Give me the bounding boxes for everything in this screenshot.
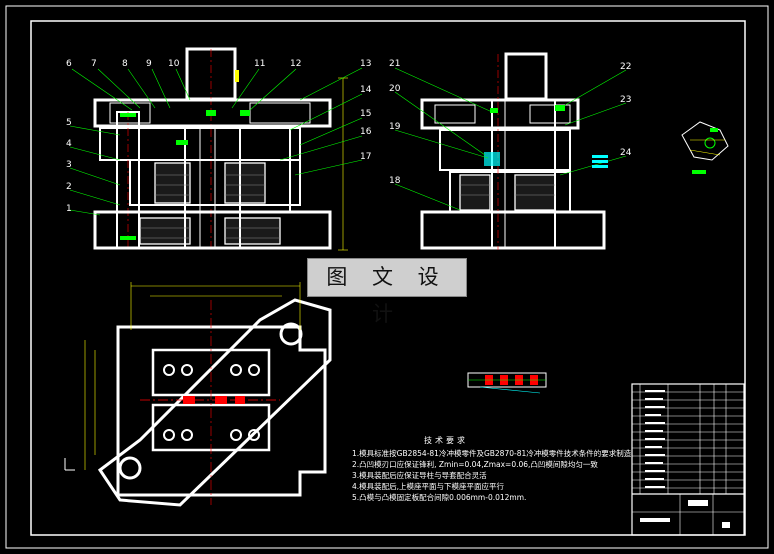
tech-note-1: 1.模具标准按GB2854-81冷冲模零件及GB2870-81冷冲模零件技术条件… [352, 449, 632, 458]
right-section-view [420, 52, 606, 250]
part-sketch [681, 121, 729, 174]
spring-detail [592, 155, 608, 168]
callout-24: 24 [620, 148, 632, 158]
callout-2: 2 [66, 182, 72, 192]
tech-note-3: 3.模具装配后应保证导柱与导套配合灵活 [352, 471, 487, 480]
callout-7: 7 [91, 59, 97, 69]
callout-13: 13 [360, 59, 372, 69]
callout-17: 17 [360, 152, 372, 162]
callout-20: 20 [389, 84, 401, 94]
callout-3: 3 [66, 160, 72, 170]
watermark-label: 图 文 设 计 [307, 258, 467, 326]
callout-21: 21 [389, 59, 401, 69]
plan-view [64, 282, 332, 507]
callout-12: 12 [290, 59, 302, 69]
callout-11: 11 [254, 59, 266, 69]
callout-4: 4 [66, 139, 72, 149]
callout-16: 16 [360, 127, 372, 137]
callout-19: 19 [389, 122, 401, 132]
tech-note-2: 2.凸凹模刃口应保证锋利, Zmin=0.04,Zmax=0.06,凸凹模间隙均… [352, 460, 598, 469]
title-block [631, 383, 745, 536]
callout-10: 10 [168, 59, 180, 69]
tech-note-4: 4.模具装配后,上模座平面与下模座平面应平行 [352, 482, 505, 491]
tech-note-5: 5.凸模与凸模固定板配合间隙0.006mm-0.012mm. [352, 493, 527, 502]
right-view-leaders [394, 67, 627, 211]
callout-23: 23 [620, 95, 632, 105]
callout-1: 1 [66, 204, 72, 214]
callout-8: 8 [122, 59, 128, 69]
callout-14: 14 [360, 85, 372, 95]
callout-6: 6 [66, 59, 72, 69]
callout-5: 5 [66, 118, 72, 128]
inner-frame [30, 20, 746, 536]
callout-9: 9 [146, 59, 152, 69]
callout-22: 22 [620, 62, 632, 72]
left-view-leaders [69, 67, 363, 216]
outer-frame [5, 5, 769, 549]
callout-18: 18 [389, 176, 401, 186]
left-section-view [93, 47, 348, 251]
callout-15: 15 [360, 109, 372, 119]
tech-requirements-title: 技术要求 [424, 436, 468, 445]
strip-layout [467, 372, 547, 394]
